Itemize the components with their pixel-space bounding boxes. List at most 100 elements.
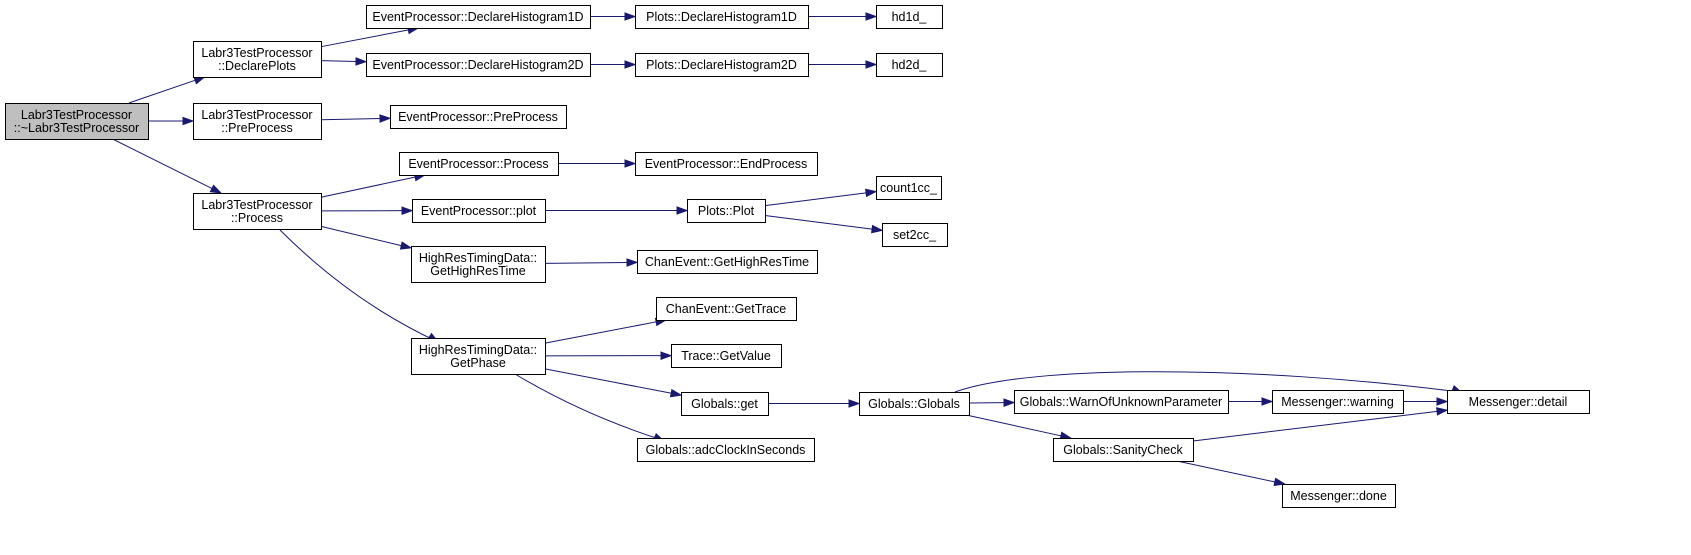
node-warnUnknown[interactable]: Globals::WarnOfUnknownParameter [1014, 390, 1229, 414]
node-process[interactable]: Labr3TestProcessor::Process [193, 193, 322, 230]
node-label: Labr3TestProcessor [201, 46, 312, 60]
node-label: EventProcessor::DeclareHistogram2D [372, 58, 583, 72]
node-label: Plots::DeclareHistogram2D [646, 58, 797, 72]
node-epPlot[interactable]: EventProcessor::plot [412, 199, 546, 223]
node-sanityCheck[interactable]: Globals::SanityCheck [1053, 438, 1194, 462]
node-label: EventProcessor::DeclareHistogram1D [372, 10, 583, 24]
node-hd2d[interactable]: hd2d_ [876, 53, 943, 77]
node-ceGetHighResTime[interactable]: ChanEvent::GetHighResTime [637, 250, 818, 274]
node-epDeclH2[interactable]: EventProcessor::DeclareHistogram2D [366, 53, 591, 77]
arrowhead [624, 159, 637, 168]
edge-line [544, 321, 658, 344]
node-box [687, 199, 766, 223]
node-set2cc[interactable]: set2cc_ [882, 223, 948, 247]
node-label: Labr3TestProcessor [21, 108, 132, 122]
node-preProcess[interactable]: Labr3TestProcessor::PreProcess [193, 103, 322, 140]
edge-plotsPlot-to-count1cc [764, 188, 878, 207]
edge-sanityCheck-to-msgDone [1176, 460, 1287, 487]
node-label: EventProcessor::EndProcess [645, 157, 808, 171]
edge-process-to-epPlot [320, 206, 414, 215]
node-epProcess[interactable]: EventProcessor::Process [399, 152, 559, 176]
node-label: Messenger::detail [1469, 395, 1568, 409]
node-label: hd1d_ [892, 10, 928, 24]
arrowhead [626, 258, 639, 267]
edge-hrtGetPhase-to-adcClock [514, 373, 666, 442]
node-box [882, 223, 948, 247]
edge-declarePlots-to-epDeclH1 [320, 25, 420, 48]
edge-line [514, 373, 663, 441]
node-box [193, 41, 322, 78]
nodes-layer: Labr3TestProcessor::~Labr3TestProcessorL… [5, 5, 1590, 508]
node-box [411, 246, 546, 283]
arrowhead [1436, 397, 1449, 406]
node-label: ::DeclarePlots [218, 59, 296, 73]
node-ceGetTrace[interactable]: ChanEvent::GetTrace [656, 297, 797, 321]
node-root[interactable]: Labr3TestProcessor::~Labr3TestProcessor [5, 103, 149, 140]
node-hrtGetHighResTime[interactable]: HighResTimingData::GetHighResTime [411, 246, 546, 283]
arrowhead [1273, 477, 1287, 487]
node-box [390, 105, 567, 129]
node-box [635, 152, 818, 176]
arrowhead [399, 241, 413, 250]
node-msgDetail[interactable]: Messenger::detail [1447, 390, 1590, 414]
node-msgDone[interactable]: Messenger::done [1282, 484, 1396, 508]
edge-epDeclH1-to-plotsDeclH1 [590, 12, 637, 21]
node-hd1d[interactable]: hd1d_ [876, 5, 943, 29]
arrowhead [676, 206, 689, 215]
edge-plotsDeclH1-to-hd1d [808, 12, 878, 21]
node-plotsPlot[interactable]: Plots::Plot [687, 199, 766, 223]
node-epEndProcess[interactable]: EventProcessor::EndProcess [635, 152, 818, 176]
node-box [635, 53, 809, 77]
edge-hrtGetPhase-to-ceGetTrace [544, 317, 668, 344]
edge-line [764, 192, 868, 207]
node-label: Trace::GetValue [681, 349, 771, 363]
node-label: ::Process [231, 211, 283, 225]
arrowhead [209, 184, 223, 194]
node-adcClock[interactable]: Globals::adcClockInSeconds [637, 438, 815, 462]
edge-globalsGet-to-globalsGlobals [768, 399, 861, 408]
edge-line [1176, 460, 1276, 483]
edge-line [320, 176, 417, 198]
node-label: Globals::SanityCheck [1063, 443, 1183, 457]
node-box [876, 176, 942, 200]
node-box [876, 53, 943, 77]
node-globalsGet[interactable]: Globals::get [681, 392, 769, 416]
node-box [656, 297, 797, 321]
node-box [1282, 484, 1396, 508]
node-label: ChanEvent::GetTrace [666, 302, 786, 316]
node-label: HighResTimingData:: [419, 343, 537, 357]
node-label: EventProcessor::plot [421, 204, 537, 218]
node-label: GetHighResTime [430, 264, 525, 278]
node-label: ::PreProcess [221, 121, 293, 135]
node-box [412, 199, 546, 223]
arrowhead [624, 12, 637, 21]
node-plotsDeclH1[interactable]: Plots::DeclareHistogram1D [635, 5, 809, 29]
node-plotsDeclH2[interactable]: Plots::DeclareHistogram2D [635, 53, 809, 77]
node-label: ::~Labr3TestProcessor [14, 121, 139, 135]
arrowhead [1436, 407, 1449, 416]
edge-process-to-hrtGetHighResTime [320, 225, 413, 250]
edge-line [320, 60, 358, 62]
node-msgWarning[interactable]: Messenger::warning [1272, 390, 1404, 414]
edge-plotsPlot-to-set2cc [764, 214, 884, 234]
node-label: EventProcessor::PreProcess [398, 110, 558, 124]
node-box [1014, 390, 1229, 414]
edge-root-to-declarePlots [128, 76, 206, 104]
node-box [671, 344, 782, 368]
node-globalsGlobals[interactable]: Globals::Globals [859, 392, 970, 416]
edge-line [320, 117, 382, 121]
node-traceGetValue[interactable]: Trace::GetValue [671, 344, 782, 368]
node-declarePlots[interactable]: Labr3TestProcessor::DeclarePlots [193, 41, 322, 78]
node-label: set2cc_ [893, 228, 937, 242]
node-count1cc[interactable]: count1cc_ [876, 176, 942, 200]
node-label: EventProcessor::Process [408, 157, 548, 171]
edge-line [279, 229, 437, 342]
arrowhead [865, 12, 878, 21]
node-epDeclH1[interactable]: EventProcessor::DeclareHistogram1D [366, 5, 591, 29]
edges-layer [112, 12, 1464, 487]
edge-line [1192, 410, 1439, 442]
node-hrtGetPhase[interactable]: HighResTimingData::GetPhase [411, 338, 546, 375]
node-label: count1cc_ [880, 181, 938, 195]
arrowhead [1261, 397, 1274, 406]
node-epPreProcess[interactable]: EventProcessor::PreProcess [390, 105, 567, 129]
